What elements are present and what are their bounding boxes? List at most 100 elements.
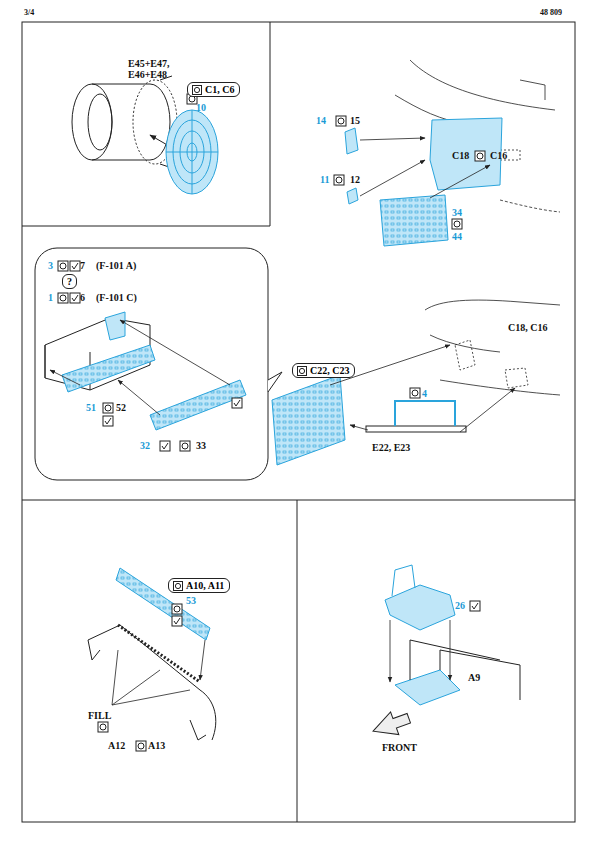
symbol-icon [452, 219, 462, 229]
symbol-icon [172, 616, 182, 626]
part-label: A10, A11 [186, 580, 224, 591]
seat-a9 [369, 565, 520, 742]
remove-symbol [336, 177, 342, 183]
symbol-icon [475, 151, 485, 161]
icon-box [452, 219, 462, 229]
frames [22, 22, 575, 822]
callout-number: A12 [108, 740, 125, 751]
callout-number: 4 [422, 388, 427, 399]
inset-parts [45, 312, 246, 430]
part-label-box: ? [62, 274, 77, 289]
callout-number: 33 [196, 440, 206, 451]
remove-symbol [192, 85, 202, 95]
icon-box [232, 398, 242, 408]
callout-number: 34 [452, 207, 462, 218]
icon-box [58, 261, 68, 271]
pe-panel-34 [380, 195, 448, 246]
icon-box [172, 604, 182, 614]
callout-number: 3/4 [24, 7, 34, 18]
part-label-box: C1, C6 [187, 82, 240, 97]
part-label-box: A10, A11 [168, 578, 230, 593]
remove-symbol [138, 743, 144, 749]
remove-symbol [173, 581, 183, 591]
callout-number: 26 [455, 600, 465, 611]
leaders-middle [330, 345, 515, 432]
exhaust-cylinder [72, 76, 177, 168]
callout-number: E22, E23 [372, 442, 410, 453]
bar-e22 [366, 401, 466, 432]
gear-door-a12 [88, 568, 216, 740]
callout-number: FRONT [382, 742, 417, 753]
callout-number: 44 [452, 231, 462, 242]
remove-symbol [60, 295, 66, 301]
icon-box [58, 293, 68, 303]
fold-symbol [162, 443, 168, 449]
symbol-icon [470, 601, 480, 611]
symbol-icon [336, 116, 346, 126]
fuselage-top [395, 60, 560, 212]
fold-symbol [72, 263, 78, 269]
icon-box [70, 261, 80, 271]
callout-number: 7 [80, 260, 85, 271]
remove-symbol [105, 405, 111, 411]
callout-number: 1 [48, 292, 53, 303]
remove-symbol [297, 366, 307, 376]
icon-box [70, 293, 80, 303]
callout-number: 53 [186, 595, 196, 606]
callout-number: 3 [48, 260, 53, 271]
callout-number: C16 [490, 150, 507, 161]
symbol-icon [58, 261, 68, 271]
remove-symbol [477, 153, 483, 159]
callout-number: C18, C16 [508, 322, 547, 333]
callout-number: 6 [80, 292, 85, 303]
remove-symbol [60, 263, 66, 269]
symbol-icon [70, 261, 80, 271]
remove-symbol [412, 390, 418, 396]
icon-box [136, 741, 146, 751]
symbol-icon [160, 441, 170, 451]
icon-box [103, 416, 113, 426]
remove-symbol [100, 724, 106, 730]
part-label-box: C22, C23 [292, 363, 355, 378]
pe-disc-10 [166, 110, 218, 194]
part-label: C1, C6 [205, 84, 234, 95]
pe-panel-c22 [272, 375, 345, 465]
fold-symbol [72, 295, 78, 301]
pe-part-14 [345, 128, 358, 154]
callout-number: C18 [452, 150, 469, 161]
callout-number: E45+E47, E46+E48 [128, 58, 190, 80]
part-label: ? [67, 276, 72, 287]
fold-symbol [234, 400, 240, 406]
symbol-icon [232, 398, 242, 408]
symbol-icon [103, 403, 113, 413]
icon-box [336, 116, 346, 126]
remove-symbol [454, 221, 460, 227]
callout-number: 11 [320, 174, 329, 185]
symbol-icon [180, 441, 190, 451]
leaders-top [360, 138, 490, 198]
icon-box [470, 601, 480, 611]
callout-number: 32 [140, 440, 150, 451]
callout-number: 10 [196, 102, 206, 113]
symbol-icon [103, 416, 113, 426]
callout-number: (F-101 C) [96, 292, 137, 303]
callout-number: 52 [116, 402, 126, 413]
part-label: C22, C23 [310, 365, 349, 376]
callout-number: 51 [86, 402, 96, 413]
pe-part-11 [347, 188, 358, 204]
fold-symbol [174, 618, 180, 624]
icon-box [180, 441, 190, 451]
callout-number: 48 809 [540, 7, 562, 18]
icon-box [103, 403, 113, 413]
fuselage-middle [425, 300, 560, 395]
symbol-icon [410, 388, 420, 398]
remove-symbol [182, 443, 188, 449]
callout-number: A13 [148, 740, 165, 751]
icon-box [172, 616, 182, 626]
symbol-icon [172, 604, 182, 614]
callout-number: A9 [468, 672, 480, 683]
fold-symbol [472, 603, 478, 609]
symbol-icon [58, 293, 68, 303]
callout-number: (F-101 A) [96, 260, 136, 271]
icon-box [475, 151, 485, 161]
